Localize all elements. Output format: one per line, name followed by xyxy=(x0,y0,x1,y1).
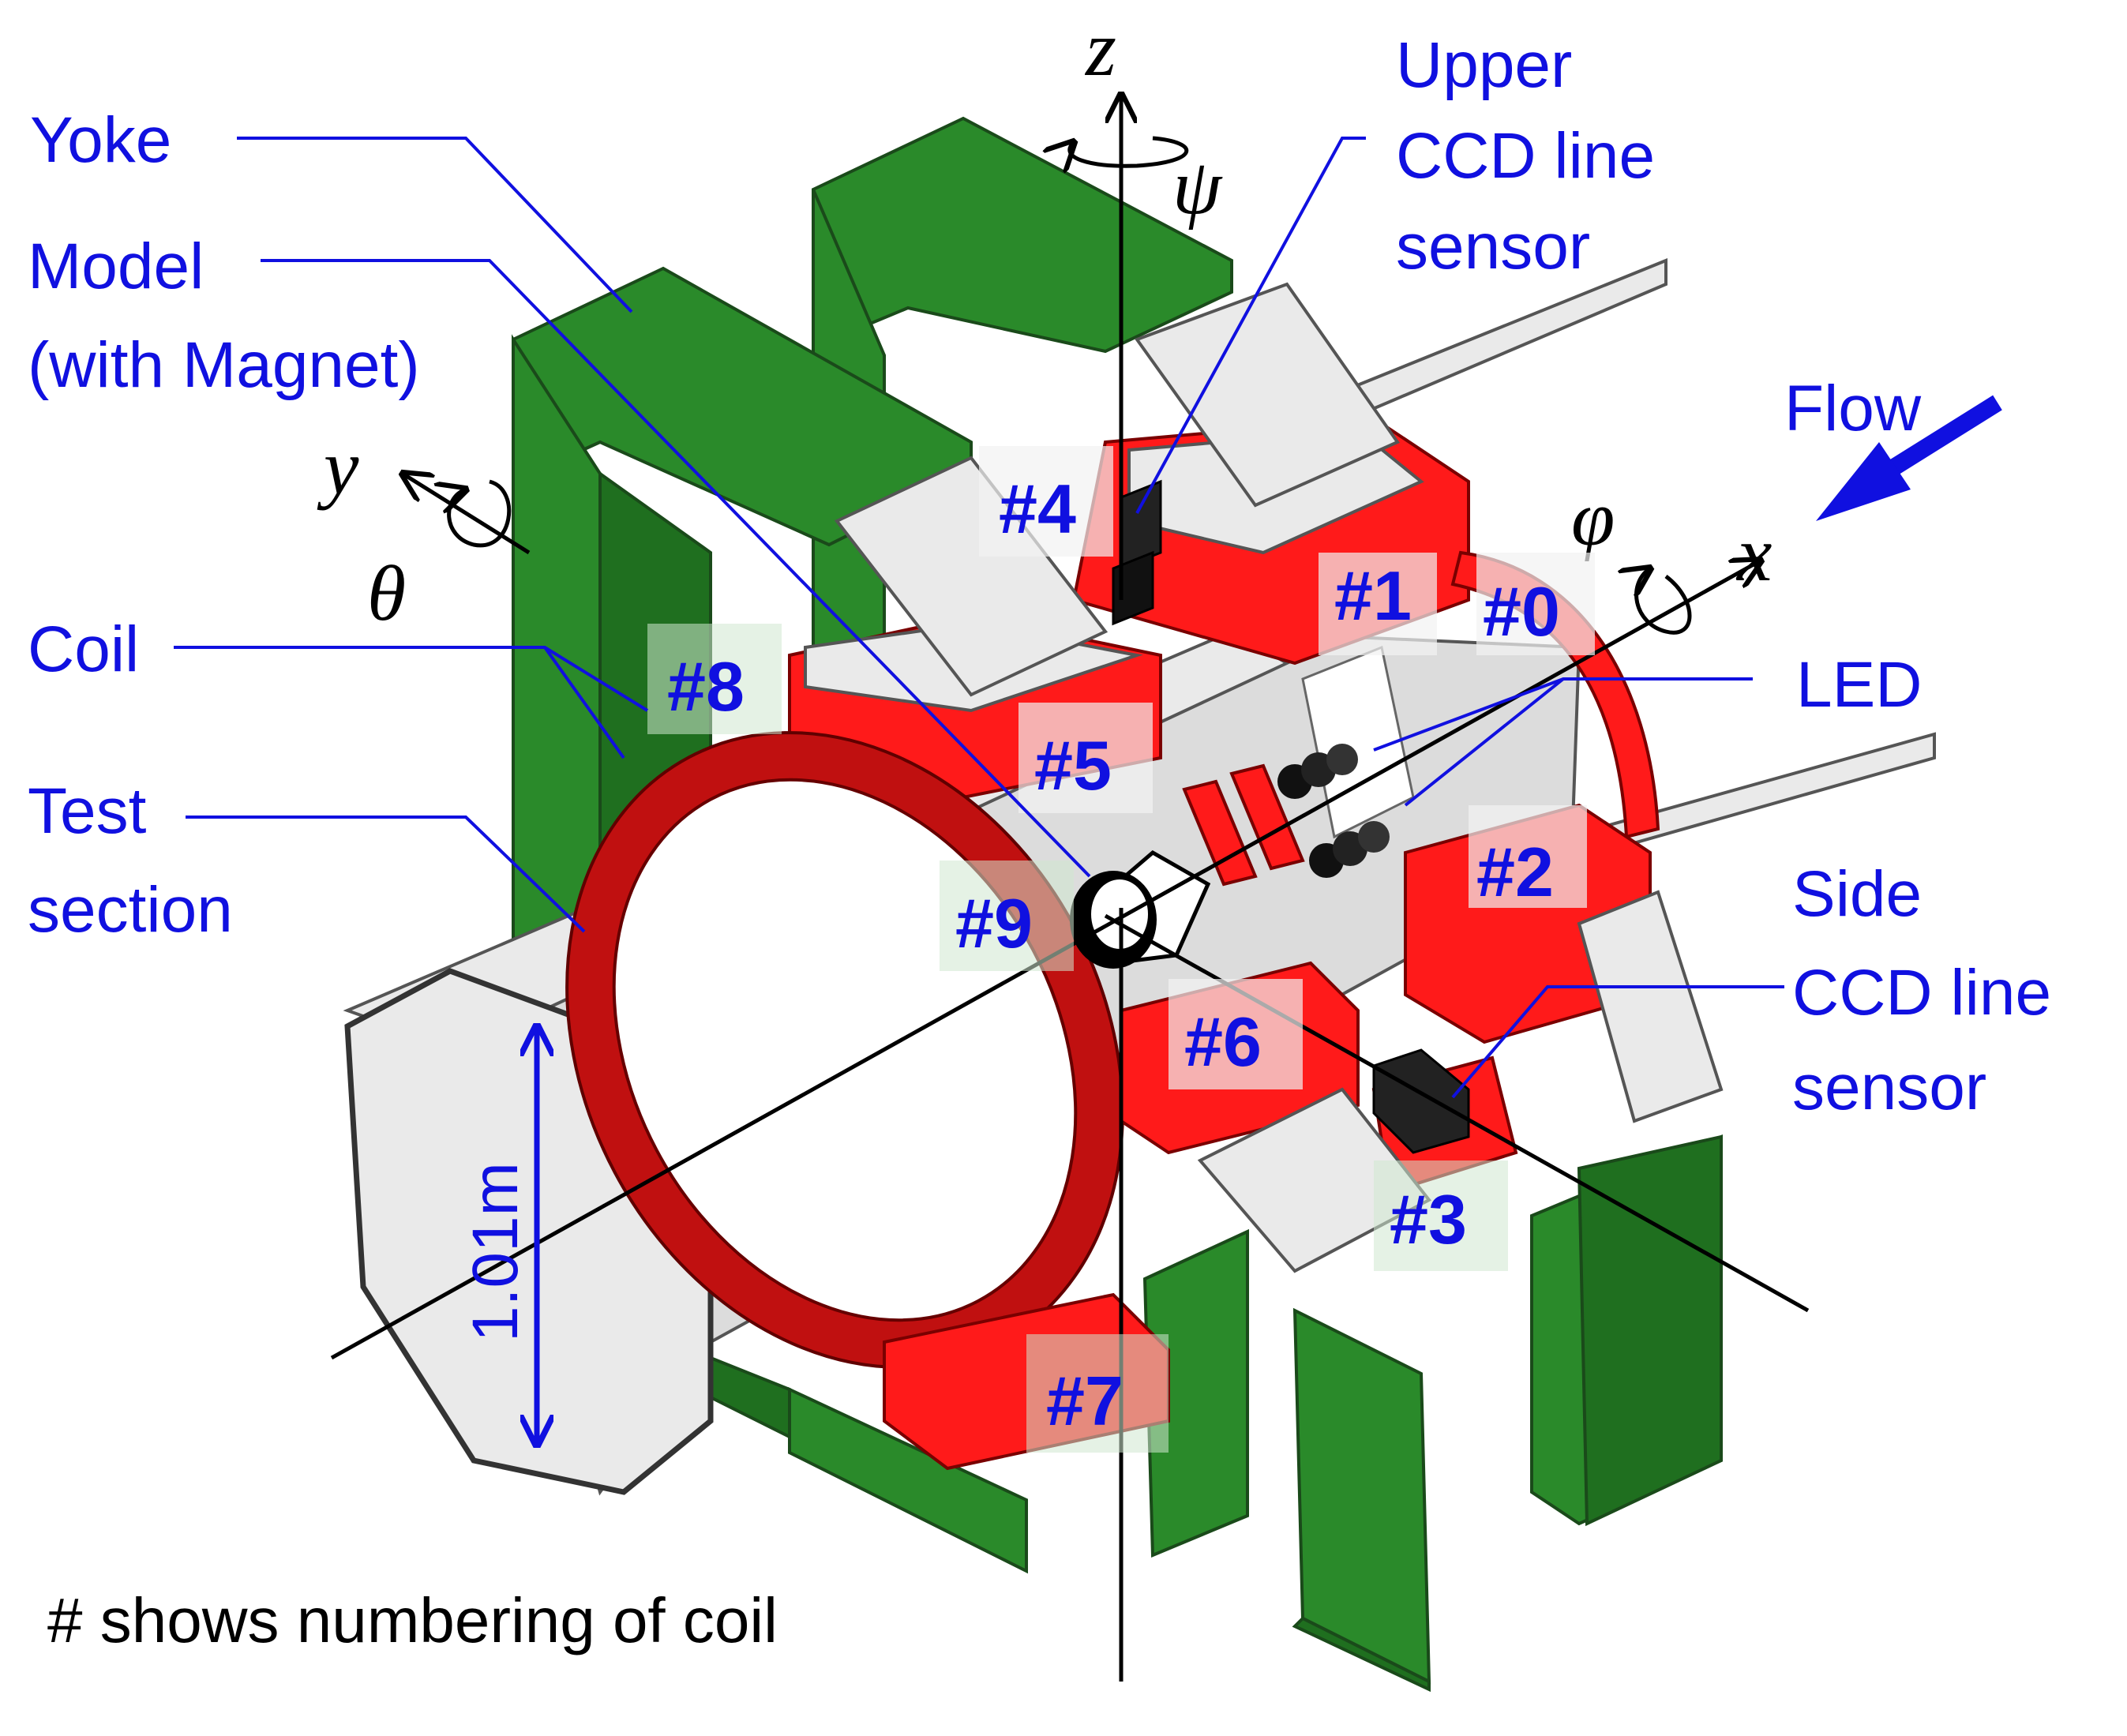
phi-label: φ xyxy=(1571,474,1615,562)
coil-label-9: #9 xyxy=(955,884,1033,962)
y-axis-label: y xyxy=(317,423,359,511)
side-sensor-label-line3: sensor xyxy=(1792,1052,1986,1123)
z-axis-label: z xyxy=(1084,5,1116,92)
upper-sensor-label-line3: sensor xyxy=(1396,211,1590,283)
flow-arrow-icon xyxy=(1816,442,1911,521)
side-sensor-label-line1: Side xyxy=(1792,858,1922,930)
coil-label-2: #2 xyxy=(1476,833,1554,911)
psi-label: ψ xyxy=(1172,143,1223,231)
coil-label-3: #3 xyxy=(1390,1180,1467,1258)
footnote: # shows numbering of coil xyxy=(47,1585,778,1655)
coil-label: Coil xyxy=(28,613,139,685)
coil-badges: #0 #1 #2 #3 #4 #5 #6 #7 #8 #9 xyxy=(647,446,1595,1453)
label-leaders xyxy=(174,137,1784,1099)
coil-label-8: #8 xyxy=(667,647,745,726)
phi-rotation-arrow xyxy=(1637,568,1692,635)
flow-indicator: Flow xyxy=(1784,373,2002,521)
coil-label-6: #6 xyxy=(1184,1003,1262,1081)
flow-label: Flow xyxy=(1784,373,1922,444)
upper-sensor-label-line2: CCD line xyxy=(1396,120,1655,192)
model-label-line1: Model xyxy=(28,231,204,302)
x-axis-label: x xyxy=(1735,510,1772,598)
dimension-marker: 1.01m xyxy=(460,1026,537,1445)
dimension-label: 1.01m xyxy=(460,1162,531,1342)
coil-label-1: #1 xyxy=(1334,557,1412,635)
theta-label: θ xyxy=(367,549,406,637)
upper-sensor-label-line1: Upper xyxy=(1396,29,1572,101)
test-section-label-line2: section xyxy=(28,874,233,946)
pole-pieces xyxy=(834,282,1724,1273)
psi-rotation-arrow xyxy=(1070,138,1189,166)
side-ccd-sensor xyxy=(1372,1048,1470,1154)
led-cluster xyxy=(1277,744,1390,878)
yoke-label: Yoke xyxy=(30,104,171,176)
side-sensor-label-line2: CCD line xyxy=(1792,957,2051,1029)
coil-label-4: #4 xyxy=(999,470,1076,548)
coil-label-0: #0 xyxy=(1483,572,1560,651)
led-label: LED xyxy=(1796,649,1923,721)
test-section-label-line1: Test xyxy=(28,775,147,847)
coil-label-5: #5 xyxy=(1034,726,1112,804)
theta-rotation-arrow xyxy=(449,479,512,548)
model-label-line2: (with Magnet) xyxy=(28,329,420,401)
coil-label-7: #7 xyxy=(1046,1362,1124,1440)
